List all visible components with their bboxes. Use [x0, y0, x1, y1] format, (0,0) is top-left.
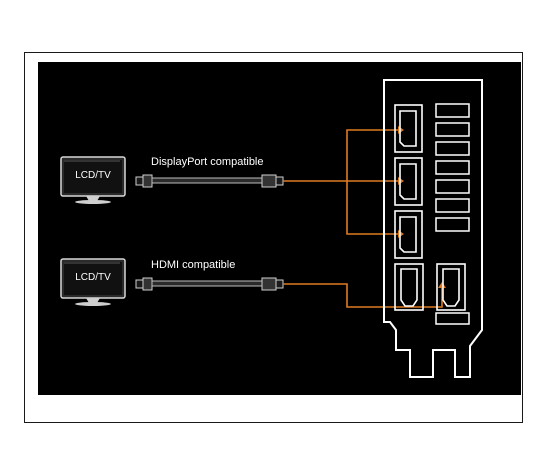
connection-lines — [283, 129, 443, 308]
graphics-card-bracket — [383, 79, 483, 378]
hdmi-cable — [135, 277, 284, 291]
hdmi-ports — [394, 263, 466, 311]
displayport-ports — [394, 104, 423, 259]
displayport-port-2 — [394, 157, 423, 206]
monitor-label-2: LCD/TV — [75, 272, 111, 283]
hdmi-cable-label: HDMI compatible — [151, 259, 236, 271]
displayport-port-3 — [394, 210, 423, 259]
displayport-cable — [135, 174, 284, 188]
vent-slots — [435, 103, 470, 325]
hdmi-port-2 — [436, 263, 466, 311]
displayport-port-1 — [394, 104, 423, 153]
displayport-cable-label: DisplayPort compatible — [151, 156, 264, 168]
monitor-icon-2 — [60, 258, 126, 306]
monitor-icon-1 — [60, 156, 126, 204]
hdmi-port-1 — [394, 263, 424, 311]
monitor-label-1: LCD/TV — [75, 170, 111, 181]
